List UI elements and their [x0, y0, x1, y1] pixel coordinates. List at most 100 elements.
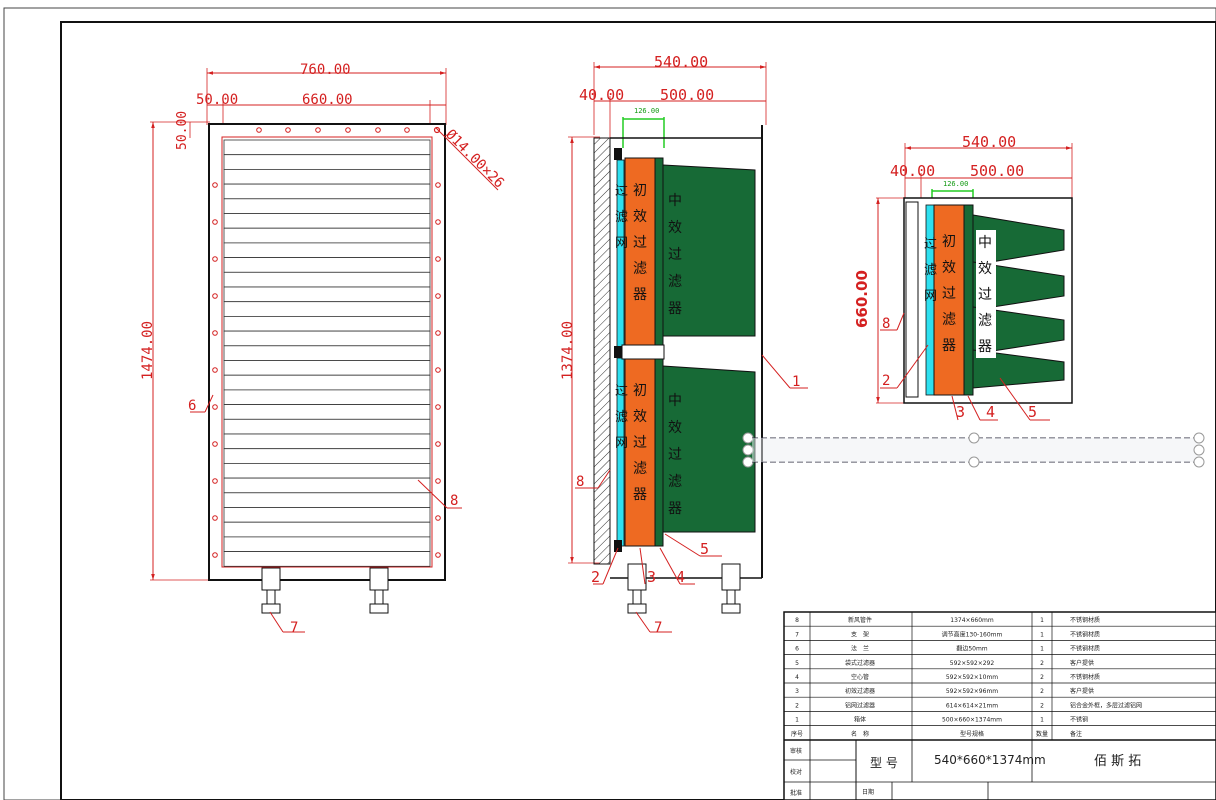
section-main-width: 500.00 — [970, 162, 1024, 180]
bolt-hole — [212, 515, 218, 521]
bom-cell: 2 — [1040, 660, 1044, 667]
bolt-hole — [435, 293, 441, 299]
guide-handle-mid-bottom[interactable] — [968, 456, 980, 468]
selection-guides — [752, 432, 1205, 468]
louvre-slat — [223, 433, 431, 450]
louvre-slat — [223, 360, 431, 376]
bolt-hole — [435, 219, 441, 225]
bom-cell: 5 — [795, 660, 799, 667]
section-label-4: 4 — [986, 403, 995, 421]
side-label-3: 3 — [647, 568, 656, 586]
bom-cell: 铝网过滤器 — [845, 701, 875, 709]
louvre-slat — [223, 227, 431, 244]
louvre-slat — [223, 507, 431, 523]
filter-char: 过 — [633, 435, 647, 451]
front-width-total: 760.00 — [300, 62, 351, 78]
filter-char: 过 — [942, 286, 956, 302]
bolt-hole — [212, 478, 218, 484]
bolt-hole — [375, 127, 381, 133]
front-inner-width: 660.00 — [302, 92, 353, 108]
guide-handle-right-3[interactable] — [1193, 456, 1205, 468]
side-small-width: 40.00 — [579, 86, 624, 104]
guide-handle-mid-top[interactable] — [968, 432, 980, 444]
side-handle-circle-1[interactable] — [742, 432, 754, 444]
filter-char: 滤 — [942, 312, 956, 328]
louvre-slat — [223, 139, 431, 156]
bolt-hole — [285, 127, 291, 133]
filter-char: 滤 — [924, 263, 937, 278]
louvre-slat — [223, 242, 431, 258]
bom-cell: 6 — [795, 646, 799, 653]
title-check-label: 校对 — [790, 768, 802, 776]
filter-char: 效 — [978, 261, 992, 277]
bom-header-cell: 数量 — [1036, 730, 1048, 738]
filter-char: 器 — [942, 338, 956, 354]
guide-handle-right-2[interactable] — [1193, 444, 1205, 456]
louvre-slat — [223, 198, 431, 214]
bolt-hole — [435, 441, 441, 447]
filter-char: 初 — [633, 182, 647, 199]
bolt-hole — [435, 478, 441, 484]
front-label-8: 8 — [450, 493, 458, 509]
side-handle-circle-3[interactable] — [742, 456, 754, 468]
filter-char: 滤 — [668, 474, 682, 490]
bolt-hole — [404, 127, 410, 133]
side-view: 540.00 40.00 500.00 126.00 1374.00 — [560, 53, 808, 636]
bom-cell: 592×592×292 — [950, 660, 995, 667]
filter-char: 器 — [668, 501, 682, 517]
filter-char: 初 — [942, 233, 956, 250]
side-bag-filter-upper — [662, 164, 756, 337]
front-hole-spec: Ø14.00×26 — [442, 127, 507, 192]
louvre-slat — [223, 183, 431, 200]
filter-char: 过 — [615, 184, 628, 199]
filter-char: 中 — [668, 193, 682, 209]
bolt-hole — [435, 367, 441, 373]
bom-cell: 铝合金外框，多层过滤铝网 — [1070, 701, 1142, 709]
guide-handle-right-1[interactable] — [1193, 432, 1205, 444]
side-handle-circle-2[interactable] — [742, 444, 754, 456]
louvre-slat — [223, 257, 431, 273]
side-flange — [593, 137, 611, 565]
bom-header-cell: 名 称 — [851, 730, 869, 738]
louvre-slat — [223, 345, 431, 361]
bolt-hole — [212, 441, 218, 447]
filter-char: 器 — [633, 287, 647, 303]
bolt-hole — [212, 219, 218, 225]
filter-char: 器 — [668, 301, 682, 317]
filter-char: 网 — [615, 436, 628, 451]
side-label-7: 7 — [654, 620, 662, 636]
filter-char: 滤 — [978, 313, 992, 329]
sheet-outer-border — [3, 7, 1216, 800]
bolt-hole — [433, 126, 441, 134]
section-width-total: 540.00 — [962, 133, 1016, 151]
bom-cell: 500×660×1374mm — [942, 717, 1002, 724]
side-bag-filter-lower — [662, 365, 756, 533]
bolt-hole — [212, 330, 218, 336]
front-louvre-slats — [223, 139, 431, 567]
front-feet — [261, 567, 389, 614]
title-design-label: 审核 — [790, 747, 802, 755]
front-label-7: 7 — [290, 620, 298, 636]
section-label-5: 5 — [1028, 403, 1037, 421]
bom-cell: 7 — [795, 631, 799, 638]
bom-cell: 3 — [795, 688, 799, 695]
filter-char: 滤 — [615, 410, 628, 425]
side-width-total: 540.00 — [654, 53, 708, 71]
bolt-hole — [435, 515, 441, 521]
bom-cell: 1374×660mm — [950, 617, 994, 624]
filter-char: 网 — [924, 289, 937, 304]
bom-cell: 初效过滤器 — [845, 687, 875, 695]
bom-cell: 1 — [1040, 717, 1044, 724]
side-height-dim: 1374.00 — [560, 321, 576, 380]
louvre-slat — [223, 168, 431, 185]
title-date-label: 日期 — [862, 788, 874, 796]
filter-char: 中 — [668, 393, 682, 409]
filter-char: 过 — [668, 247, 682, 263]
bolt-hole — [212, 367, 218, 373]
filter-char: 网 — [615, 236, 628, 251]
bom-cell: 2 — [795, 702, 799, 709]
front-margin-v-dim: 50.00 — [175, 111, 190, 150]
